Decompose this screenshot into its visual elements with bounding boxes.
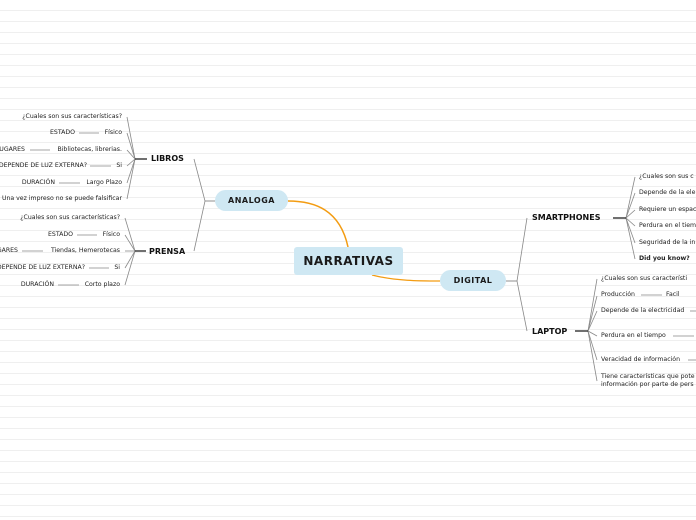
libros-estado-key[interactable]: ESTADO [49,129,75,136]
smartphones-item-electricidad[interactable]: Depende de la ele [639,189,696,196]
smartphones-item-caracteristicas[interactable]: ¿Cuales son sus c [639,173,694,180]
digital-laptop-connector [506,280,528,332]
libros-luz-value[interactable]: Si [116,162,122,169]
prensa-lugares-value[interactable]: Tiendas, Hemerotecas [50,247,120,254]
libros-item-caracteristicas[interactable]: ¿Cuales son sus características? [22,113,122,120]
laptop-item-caracteristicas-potenciales[interactable]: Tiene características que pote [601,373,695,380]
laptop-item-perdura[interactable]: Perdura en el tiempo [601,332,666,339]
central-topic[interactable]: NARRATIVAS [294,247,403,275]
topic-laptop[interactable]: LAPTOP [532,327,568,336]
analoga-libros-connector [193,158,215,202]
libros-item-falsificar[interactable]: Una vez impreso no se puede falsificar [1,195,122,202]
libros-estado-value[interactable]: Físico [104,129,122,136]
prensa-estado-value[interactable]: Físico [102,231,120,238]
laptop-item-caracteristicas[interactable]: ¿Cuales son sus característi [601,275,688,282]
smartphones-item-did-you-know[interactable]: Did you know? [639,255,690,262]
prensa-lugares-key[interactable]: LUGARES [0,247,18,254]
prensa-duracion-value[interactable]: Corto plazo [84,281,120,288]
libros-duracion-value[interactable]: Largo Plazo [86,179,122,186]
laptop-item-caracteristicas-potenciales-line2[interactable]: información por parte de pers [601,381,694,388]
libros-luz-key[interactable]: DEPENDE DE LUZ EXTERNA? [0,162,87,169]
laptop-item-veracidad[interactable]: Veracidad de información [601,356,681,363]
root-analoga-connector [287,200,349,248]
smartphones-item-seguridad[interactable]: Seguridad de la in [639,239,696,246]
prensa-luz-value[interactable]: Si [114,264,120,271]
digital-smartphones-connector [506,217,528,282]
topic-prensa[interactable]: PRENSA [149,247,186,256]
laptop-item-electricidad[interactable]: Depende de la electricidad [601,307,685,314]
branch-analoga[interactable]: ANALOGA [215,190,288,211]
smartphones-item-espacio[interactable]: Requiere un espac [639,206,696,213]
libros-duracion-key[interactable]: DURACIÓN [21,179,55,186]
branch-digital[interactable]: DIGITAL [440,270,506,291]
laptop-produccion-value[interactable]: Facil [666,291,680,298]
analoga-prensa-connector [193,200,215,252]
topic-libros[interactable]: LIBROS [151,154,184,163]
prensa-luz-key[interactable]: DEPENDE DE LUZ EXTERNA? [0,264,85,271]
libros-lugares-key[interactable]: LUGARES [0,146,25,153]
prensa-item-caracteristicas[interactable]: ¿Cuales son sus características? [20,214,120,221]
smartphones-item-perdura[interactable]: Perdura en el tiem [639,222,696,229]
topic-smartphones[interactable]: SMARTPHONES [532,213,601,222]
libros-lugares-value[interactable]: Bibliotecas, librerias. [57,146,122,153]
root-digital-connector [371,274,441,282]
laptop-produccion-key[interactable]: Producción [601,291,635,298]
prensa-estado-key[interactable]: ESTADO [47,231,73,238]
prensa-duracion-key[interactable]: DURACIÓN [20,281,54,288]
